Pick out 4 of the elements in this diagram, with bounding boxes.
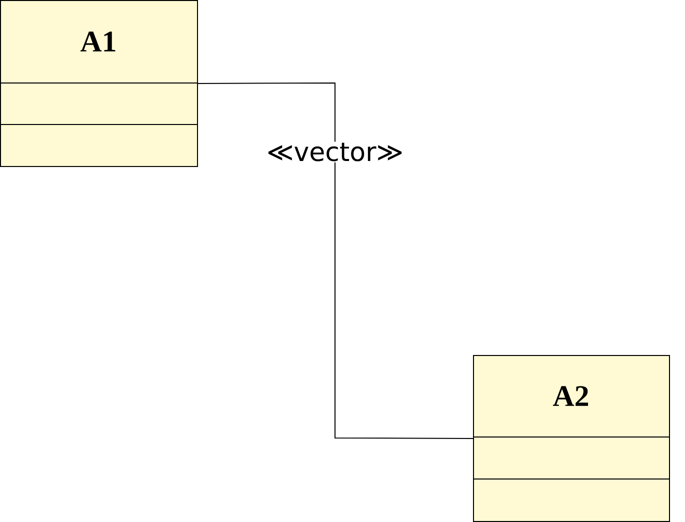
- edge-label: ≪vector≫: [266, 142, 404, 162]
- class-box: A1: [0, 0, 198, 167]
- class-box: A2: [472, 355, 670, 522]
- connector-line: [198, 82, 474, 439]
